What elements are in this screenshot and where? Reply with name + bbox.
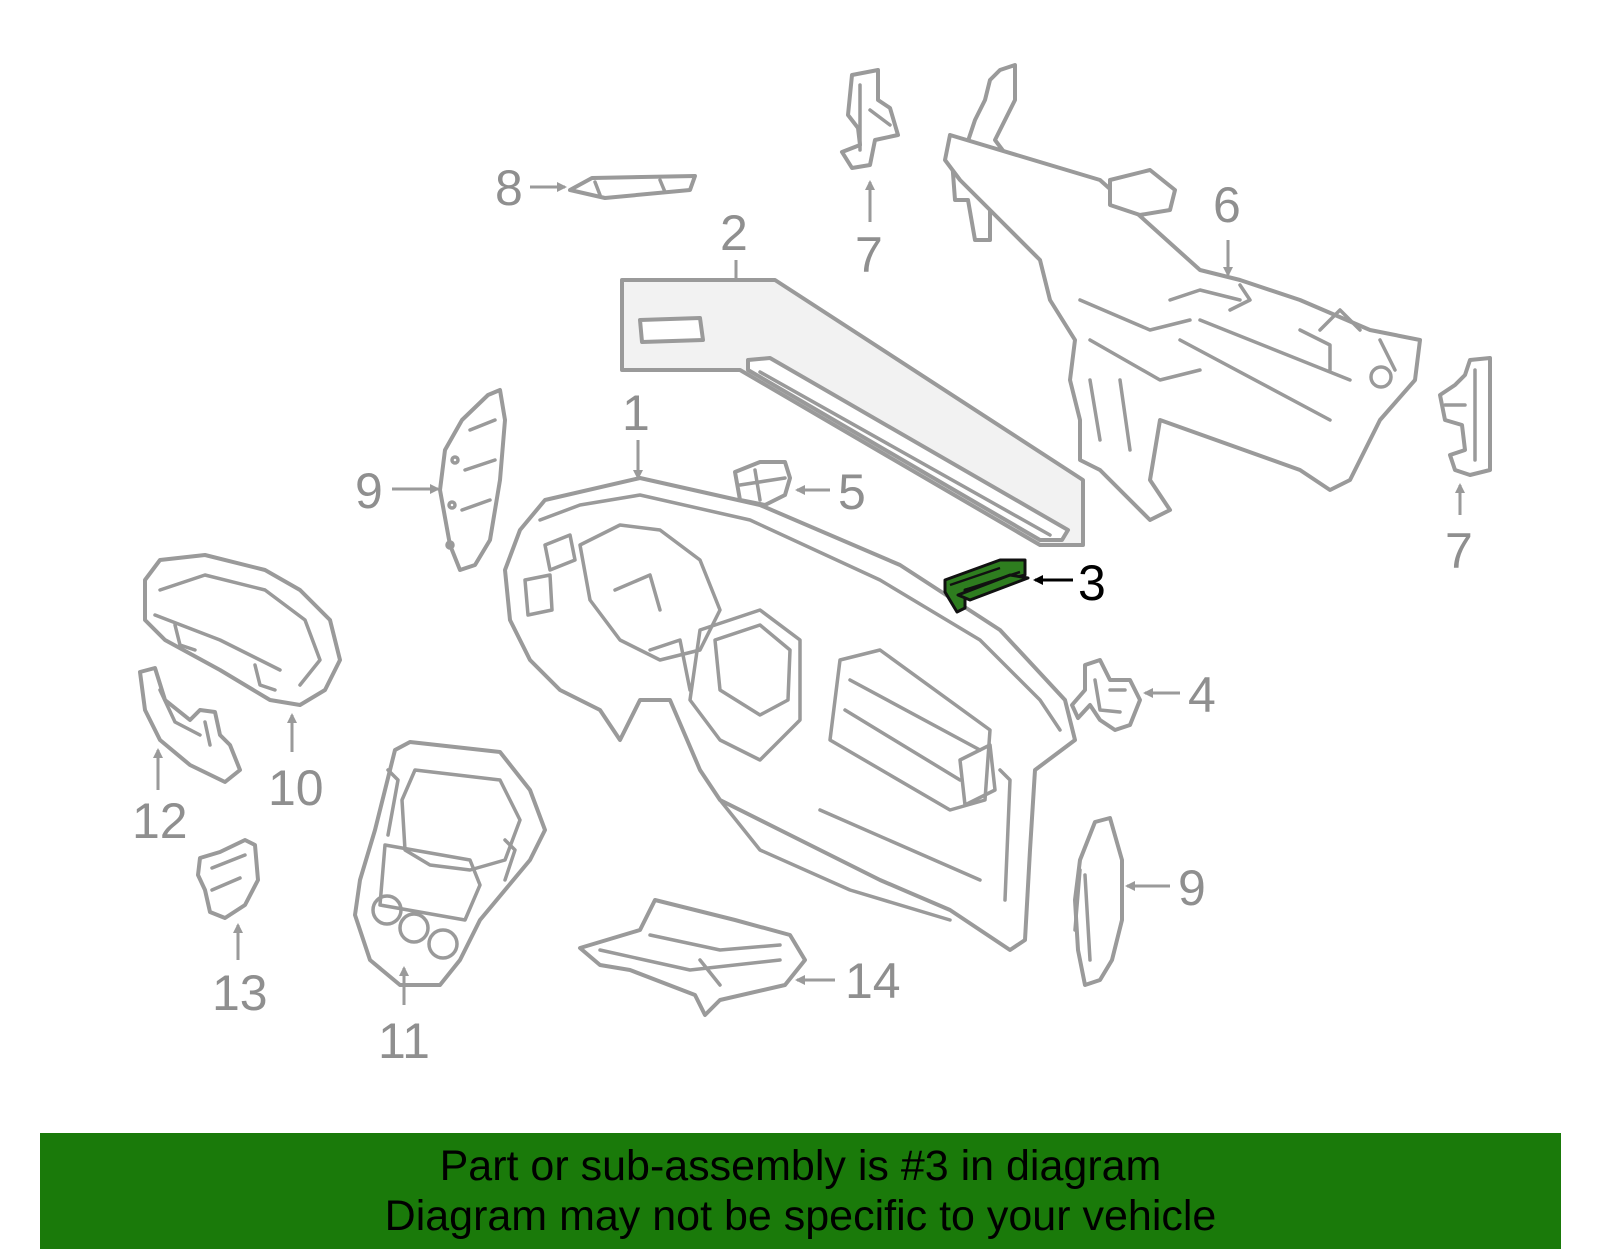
callout-2: 2: [720, 205, 748, 261]
callout-10: 10: [268, 760, 324, 816]
banner-line-1: Part or sub-assembly is #3 in diagram: [439, 1142, 1162, 1190]
callout-14: 14: [845, 953, 901, 1009]
part-13-small-trim[interactable]: [196, 838, 260, 920]
parts-diagram: 8 7 2 6 7 9: [132, 63, 1492, 1069]
part-14-lower-cover[interactable]: [578, 898, 807, 1017]
callout-7a: 7: [855, 227, 883, 283]
banner-line-2: Diagram may not be specific to your vehi…: [384, 1192, 1217, 1240]
callout-11: 11: [378, 1013, 430, 1069]
part-5-clip[interactable]: [733, 460, 792, 507]
part-11-center-bezel[interactable]: [353, 740, 547, 987]
part-12-lower-trim[interactable]: [138, 666, 242, 784]
part-7-clip-top[interactable]: [840, 68, 900, 170]
part-1-instrument-panel[interactable]: [503, 476, 1077, 952]
callout-8: 8: [495, 160, 523, 216]
callout-1: 1: [622, 385, 650, 441]
callout-13: 13: [212, 965, 268, 1021]
part-9-side-trim-right[interactable]: [1073, 816, 1124, 987]
part-3-bracket-highlighted[interactable]: [943, 558, 1030, 614]
part-8-bracket[interactable]: [568, 174, 697, 200]
callout-12: 12: [132, 793, 188, 849]
callout-6: 6: [1213, 177, 1241, 233]
callout-4: 4: [1188, 667, 1216, 723]
part-9-side-trim-left[interactable]: [438, 388, 507, 572]
info-banner: Part or sub-assembly is #3 in diagram Di…: [40, 1133, 1561, 1249]
part-4-bracket[interactable]: [1070, 658, 1142, 732]
part-2-upper-panel[interactable]: [620, 278, 1085, 547]
callout-7b: 7: [1445, 523, 1473, 579]
callout-9a: 9: [355, 463, 383, 519]
part-6-crosscar-beam[interactable]: [943, 63, 1422, 522]
part-7-clip-right[interactable]: [1438, 356, 1492, 477]
callout-5: 5: [838, 464, 866, 520]
part-10-cluster-bezel[interactable]: [143, 553, 342, 707]
callout-9b: 9: [1178, 860, 1206, 916]
callout-3: 3: [1078, 555, 1106, 611]
